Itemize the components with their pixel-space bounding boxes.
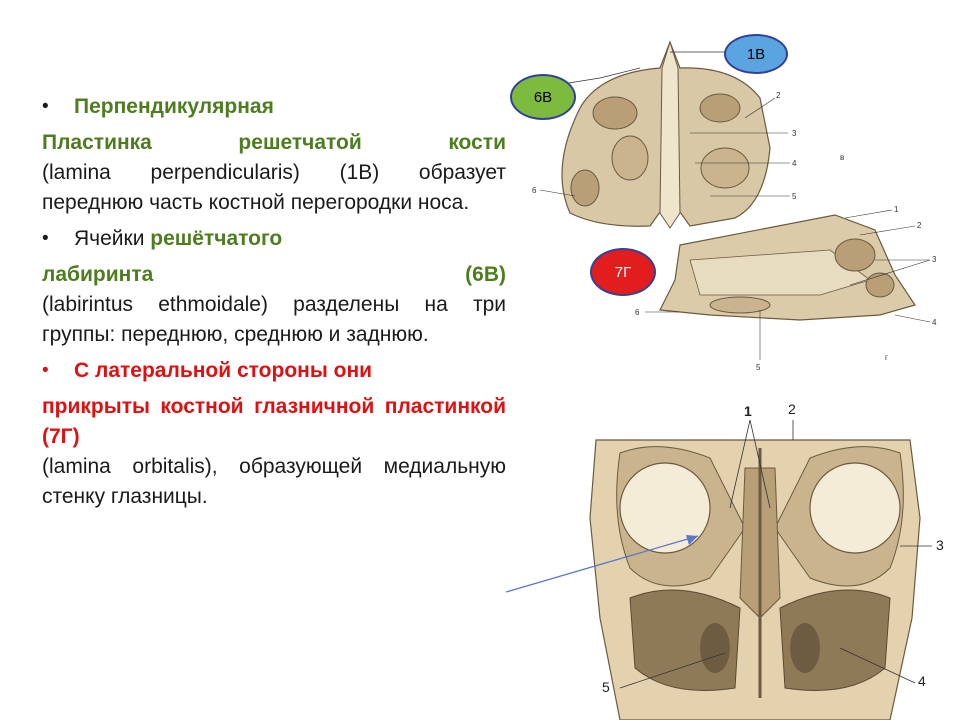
bullet-3: • С латеральной стороны они <box>42 356 506 386</box>
fig1-label-2: 2 <box>776 91 781 100</box>
skull-section-figure: 1 2 3 4 5 <box>589 401 944 720</box>
bullet-2-prefix: Ячейки <box>74 227 151 250</box>
fig2-label-g: г <box>885 353 888 362</box>
fig1-label-4: 4 <box>792 159 797 168</box>
fig2-label-1: 1 <box>894 205 899 214</box>
fig3-label-5: 5 <box>602 679 610 695</box>
paragraph-1-lead: Пластинка решетчатой кости <box>42 131 506 154</box>
fig2-label-2: 2 <box>917 221 922 230</box>
paragraph-3-body: (lamina orbitalis), образующей медиальну… <box>42 455 506 508</box>
fig2-label-6: 6 <box>635 308 640 317</box>
fig2-label-4: 4 <box>932 318 937 327</box>
badge-6v: 6В <box>510 74 576 120</box>
fig1-label-5: 5 <box>792 192 797 201</box>
paragraph-1-body: (lamina perpendicularis) (1В) образует п… <box>42 161 506 214</box>
bullet-dot: • <box>42 360 49 381</box>
ethmoid-lateral-figure: 1 2 3 4 5 6 г <box>635 205 937 372</box>
paragraph-3-lead: прикрыты костной глазничной пластинкой (… <box>42 395 506 448</box>
ethmoid-front-figure: 2 3 4 5 6 в <box>532 40 844 229</box>
paragraph-3: прикрыты костной глазничной пластинкой (… <box>42 392 506 512</box>
bullet-dot: • <box>42 228 49 249</box>
bullet-2-term: решётчатого <box>150 227 283 250</box>
paragraph-2: лабиринта (6В) (labirintus ethmoidale) р… <box>42 260 506 350</box>
fig3-label-2: 2 <box>788 401 796 417</box>
fig1-label-v: в <box>840 153 844 162</box>
paragraph-2-lead: лабиринта (6В) <box>42 263 506 286</box>
fig3-label-4: 4 <box>918 673 926 689</box>
fig1-label-6: 6 <box>532 186 537 195</box>
bullet-2: • Ячейки решётчатого <box>42 224 506 254</box>
fig3-label-3: 3 <box>936 537 944 553</box>
badge-1v-label: 1В <box>746 45 766 63</box>
slide-text: • Перпендикулярная Пластинка решетчатой … <box>42 92 506 518</box>
paragraph-1: Пластинка решетчатой кости (lamina perpe… <box>42 128 506 218</box>
badge-6v-label: 6В <box>533 88 553 106</box>
fig3-label-1: 1 <box>744 403 752 419</box>
bullet-1: • Перпендикулярная <box>42 92 506 122</box>
badge-1v: 1В <box>724 34 788 74</box>
bullet-1-title: Перпендикулярная <box>74 95 274 118</box>
fig2-label-3: 3 <box>932 255 937 264</box>
bullet-3-title: С латеральной стороны они <box>74 359 373 382</box>
fig2-label-5: 5 <box>756 363 761 372</box>
fig1-label-3: 3 <box>792 129 797 138</box>
bullet-dot: • <box>42 96 49 117</box>
badge-7g: 7Г <box>590 248 656 296</box>
badge-7g-label: 7Г <box>614 263 632 281</box>
paragraph-2-body: (labirintus ethmoidale) разделены на три… <box>42 293 506 346</box>
